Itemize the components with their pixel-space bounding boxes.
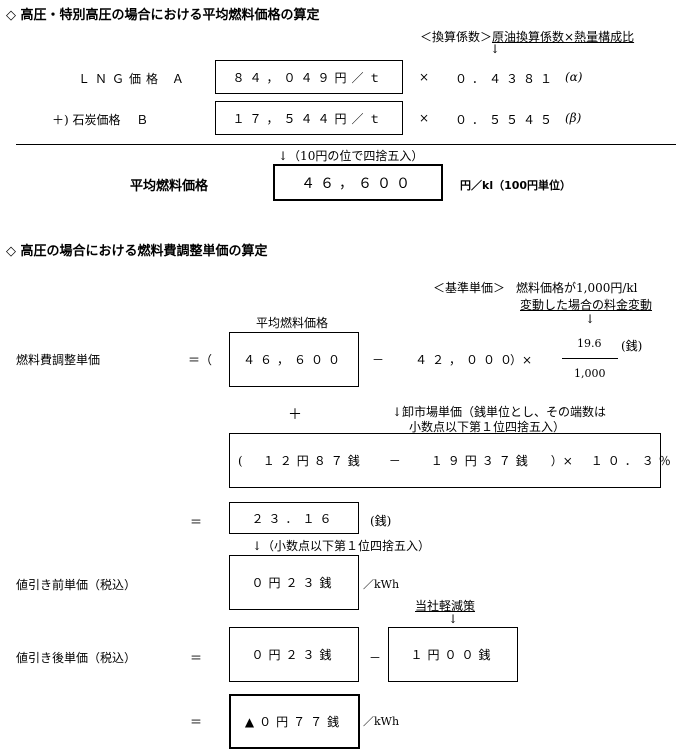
post-discount-label: 値引き後単価（税込）: [16, 651, 137, 665]
adjustment-unit-price-label: 燃料費調整単価: [16, 353, 101, 367]
base-price-value: ４２，０００: [415, 353, 518, 367]
coal-coefficient: ０．５５４５: [455, 113, 558, 127]
price-change-line2: 変動した場合の料金変動: [520, 298, 653, 312]
equals-final: ＝: [190, 715, 203, 729]
market-formula-box: ( １２円８７銭 － １９円３７銭 ）× １０．３％: [229, 433, 671, 488]
coefficient-arrow: ↓: [490, 42, 501, 56]
post-minus: －: [369, 651, 382, 665]
final-price-value: ▲０円７７銭: [244, 715, 345, 729]
average-fuel-price-unit: 円／kl（100円単位）: [460, 179, 572, 192]
coal-price-value: １７，５４４円／ｔ: [232, 111, 386, 126]
lng-times: ×: [419, 70, 430, 84]
plus-sign: ＋: [288, 407, 302, 423]
price-change-line1: 燃料価格が1,000円/kl: [516, 281, 638, 295]
pre-discount-box: ０円２３銭: [229, 555, 359, 610]
sum-line: [16, 144, 676, 145]
coal-label: ＋) 石炭価格 Ｂ: [52, 113, 149, 127]
rounding-note: ↓（10円の位で四捨五入）: [278, 149, 424, 163]
equals-result: ＝: [190, 515, 203, 529]
beta-label: (β): [565, 111, 582, 125]
market-close-times: ）×: [550, 454, 573, 468]
base-price-bracket: ＜基準単価＞: [433, 281, 506, 295]
close-paren-times: ）×: [510, 353, 533, 367]
section1-title: ◇ 高圧・特別高圧の場合における平均燃料価格の算定: [6, 8, 320, 23]
discount-caption: 当社軽減策: [415, 599, 476, 613]
market-minus: －: [388, 454, 401, 468]
discount-arrow: ↓: [448, 612, 459, 626]
post-discount-box: ０円２３銭: [229, 627, 359, 682]
coal-price-box: １７，５４４円／ｔ: [215, 101, 403, 135]
equals-open-paren: ＝（: [188, 353, 213, 367]
average-fuel-price-label: 平均燃料価格: [130, 179, 209, 194]
coefficient-bracket: ＜換算係数＞: [420, 30, 493, 44]
coefficient-header-text: 原油換算係数×熱量構成比: [492, 30, 635, 44]
post-discount-value: ０円２３銭: [251, 648, 337, 662]
fraction-numerator: 19.6: [577, 337, 602, 350]
pre-discount-label: 値引き前単価（税込）: [16, 578, 137, 592]
rounding-note2: ↓（小数点以下第１位四捨五入）: [252, 539, 431, 553]
result-unit: (銭): [370, 514, 392, 528]
coal-times: ×: [419, 111, 430, 125]
section2-title: ◇ 高圧の場合における燃料費調整単価の算定: [6, 244, 268, 259]
result-value: ２３．１６: [251, 511, 337, 526]
numerator-unit: (銭): [621, 339, 643, 353]
average-fuel-price-box: ４６，６００: [273, 164, 443, 201]
average-fuel-price-value: ４６，６００: [301, 175, 415, 192]
fraction-bar: [562, 358, 618, 359]
market-price-b: １９円３７銭: [430, 454, 533, 468]
final-price-unit: ／kWh: [363, 715, 400, 728]
market-price-note2: 小数点以下第１位四捨五入）: [409, 420, 566, 434]
pre-discount-unit: ／kWh: [363, 578, 400, 591]
final-price-box: ▲０円７７銭: [229, 694, 360, 749]
price-change-arrow: ↓: [585, 312, 596, 326]
market-price-note1: ↓卸市場単価（銭単位とし、その端数は: [392, 405, 607, 419]
discount-box: １円００銭: [388, 627, 518, 682]
lng-coefficient: ０．４３８１: [455, 72, 558, 86]
average-price-value: ４６，６００: [242, 353, 345, 367]
lng-price-box: ８４，０４９円／ｔ: [215, 60, 403, 94]
coefficient-header: ＜換算係数＞原油換算係数×熱量構成比: [420, 28, 634, 45]
lng-price-value: ８４，０４９円／ｔ: [232, 70, 386, 85]
market-percent: １０．３％: [590, 454, 676, 468]
average-fuel-price-caption: 平均燃料価格: [256, 316, 329, 330]
equals-post: ＝: [190, 651, 203, 665]
market-open-paren: (: [238, 453, 243, 468]
minus-sign: －: [372, 353, 385, 367]
discount-value: １円００銭: [410, 648, 496, 662]
fraction-denominator: 1,000: [574, 367, 606, 380]
pre-discount-value: ０円２３銭: [251, 576, 337, 590]
lng-label: ＬＮＧ価格 Ａ: [78, 72, 189, 86]
average-price-box: ４６，６００: [229, 332, 359, 387]
result-box: ２３．１６: [229, 502, 359, 534]
alpha-label: (α): [565, 70, 583, 84]
market-price-a: １２円８７銭: [262, 454, 365, 468]
